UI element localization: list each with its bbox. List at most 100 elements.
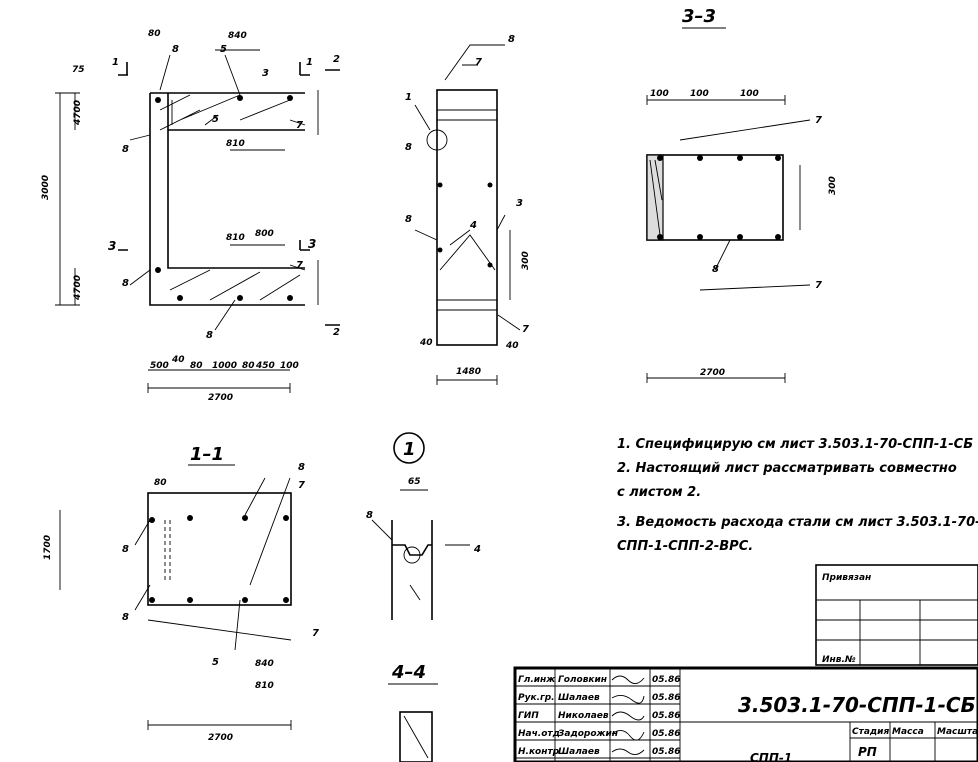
bar-dot bbox=[237, 295, 243, 301]
s11-dim-80: 80 bbox=[154, 478, 167, 488]
node-circle bbox=[426, 129, 448, 151]
side-callout-7: 7 bbox=[475, 57, 482, 68]
callout-8d: 8 bbox=[206, 330, 213, 341]
stamp-name-3: Задорожин bbox=[558, 729, 618, 739]
section-4-4-title: 4–4 bbox=[391, 662, 426, 683]
s33-callout-8: 8 bbox=[712, 264, 719, 275]
side-callout-1: 1 bbox=[405, 92, 412, 103]
node-1-title: 1 bbox=[403, 439, 416, 460]
section-1-1-title: 1–1 bbox=[190, 444, 224, 465]
note-2: 2. Настоящий лист рассматривать совместн… bbox=[617, 461, 957, 476]
stamp-name-4: Шалаев bbox=[558, 747, 600, 757]
stamp-role-1: Рук.гр. bbox=[518, 693, 555, 703]
mark-3-right: 3 bbox=[308, 237, 316, 251]
stamp-role-2: ГИП bbox=[518, 711, 539, 721]
stamp-head-mass: Масса bbox=[892, 727, 924, 737]
side-view: 8 7 1 8 8 4 3 7 1480 40 40 300 bbox=[405, 34, 531, 385]
dim-3000: 3000 bbox=[41, 175, 51, 200]
s33-dim-2700: 2700 bbox=[700, 368, 725, 378]
stamp-head-scale: Масштаб bbox=[937, 726, 978, 737]
s11-callout-8b: 8 bbox=[122, 544, 129, 555]
dim-4700b: 4700 bbox=[73, 275, 83, 301]
callout-8: 8 bbox=[172, 44, 179, 55]
drawing-code: 3.503.1-70-СПП-1-СБ bbox=[738, 693, 976, 717]
callout-7: 7 bbox=[296, 120, 303, 131]
stamp-date-1: 05.86 bbox=[652, 693, 680, 703]
stamp-role-0: Гл.инж bbox=[518, 675, 556, 685]
callout-7b: 7 bbox=[296, 260, 303, 271]
dim-4700a: 4700 bbox=[73, 100, 83, 126]
s33-dim-300: 300 bbox=[828, 176, 838, 195]
note-3: 3. Ведомость расхода стали см лист 3.503… bbox=[617, 515, 978, 530]
stamp-sheet-label: СПП-1 bbox=[750, 751, 792, 762]
stamp-date-4: 05.86 bbox=[652, 747, 680, 757]
dim-2700: 2700 bbox=[208, 393, 233, 403]
title-block: Привязан Инв.№ 3.503.1-70-СПП-1-СБ Стади… bbox=[513, 564, 978, 762]
node-1-callout-8: 8 bbox=[366, 510, 373, 521]
side-dim-40: 40 bbox=[419, 338, 433, 348]
stamp-date-2: 05.86 bbox=[652, 711, 680, 721]
stamp-role-3: Нач.отд bbox=[518, 729, 560, 739]
notes: 1. Специфицирую см лист 3.503.1-70-СПП-1… bbox=[617, 437, 978, 554]
main-view: 1 1 3 3 2 2 8 5 3 7 8 5 8 8 7 80 840 75 … bbox=[41, 29, 340, 403]
side-outline bbox=[436, 89, 498, 346]
inv-label: Инв.№ bbox=[822, 655, 856, 665]
mark-1-top: 1 bbox=[112, 57, 119, 68]
bar-dot bbox=[155, 97, 161, 103]
side-callout-8: 8 bbox=[508, 34, 515, 45]
dim-840: 840 bbox=[228, 31, 247, 41]
mark-2-bottom: 2 bbox=[333, 327, 340, 338]
stamp-name-1: Шалаев bbox=[558, 693, 600, 703]
s11-callout-7: 7 bbox=[298, 480, 305, 491]
s11-callout-8: 8 bbox=[298, 462, 305, 473]
section-3-3-title: 3–3 bbox=[682, 6, 716, 27]
dim-800: 800 bbox=[255, 229, 274, 239]
dim-80b: 80 bbox=[190, 361, 203, 371]
s11-dim-810: 810 bbox=[255, 681, 274, 691]
bar-dot bbox=[287, 295, 293, 301]
section-1-1: 1–1 8 7 8 8 5 7 1700 80 840 810 2700 bbox=[43, 444, 319, 743]
s33-dim-a: 100 bbox=[650, 89, 669, 99]
dim-450: 450 bbox=[255, 361, 275, 371]
stamp-head-stage: Стадия bbox=[852, 727, 889, 737]
stamp-date-0: 05.86 bbox=[652, 675, 680, 685]
section-3-3: 3–3 7 8 7 2700 100 100 100 300 bbox=[646, 6, 838, 383]
bar-dot bbox=[177, 295, 183, 301]
side-callout-3: 3 bbox=[516, 198, 523, 209]
dim-810a: 810 bbox=[226, 139, 245, 149]
dim-100: 100 bbox=[280, 361, 299, 371]
dim-40: 40 bbox=[171, 355, 185, 365]
s11-dim-2700: 2700 bbox=[208, 733, 233, 743]
privyazan-label: Привязан bbox=[822, 573, 871, 583]
dim-1000: 1000 bbox=[212, 361, 237, 371]
s33-dim-b: 100 bbox=[690, 89, 709, 99]
stamp-role-4: Н.контр bbox=[518, 747, 560, 757]
node-1-marker bbox=[393, 432, 425, 464]
side-callout-7b: 7 bbox=[522, 324, 529, 335]
node-1-dim-65: 65 bbox=[408, 477, 421, 487]
note-1: 1. Специфицирую см лист 3.503.1-70-СПП-1… bbox=[617, 437, 973, 452]
node-1: 1 8 4 65 bbox=[366, 432, 481, 620]
s11-callout-5: 5 bbox=[212, 657, 219, 668]
callout-8b: 8 bbox=[122, 144, 129, 155]
s11-callout-7b: 7 bbox=[312, 628, 319, 639]
s11-dim-1700: 1700 bbox=[43, 535, 53, 560]
stamp-date-3: 05.86 bbox=[652, 729, 680, 739]
bar-dot bbox=[237, 95, 243, 101]
s11-dim-840: 840 bbox=[255, 659, 274, 669]
side-callout-8b: 8 bbox=[405, 142, 412, 153]
callout-5: 5 bbox=[220, 44, 227, 55]
callout-5b: 5 bbox=[212, 114, 219, 125]
s11-callout-8c: 8 bbox=[122, 612, 129, 623]
section-4-4: 4–4 bbox=[388, 662, 438, 762]
dim-80c: 80 bbox=[242, 361, 255, 371]
dim-75: 75 bbox=[72, 65, 85, 75]
side-callout-4: 4 bbox=[469, 220, 477, 231]
main-outline bbox=[149, 92, 305, 306]
side-dim-40b: 40 bbox=[505, 341, 519, 351]
stamp-name-2: Николаев bbox=[558, 711, 609, 721]
callout-8c: 8 bbox=[122, 278, 129, 289]
dim-810b: 810 bbox=[226, 233, 245, 243]
s33-callout-7b: 7 bbox=[815, 280, 822, 291]
